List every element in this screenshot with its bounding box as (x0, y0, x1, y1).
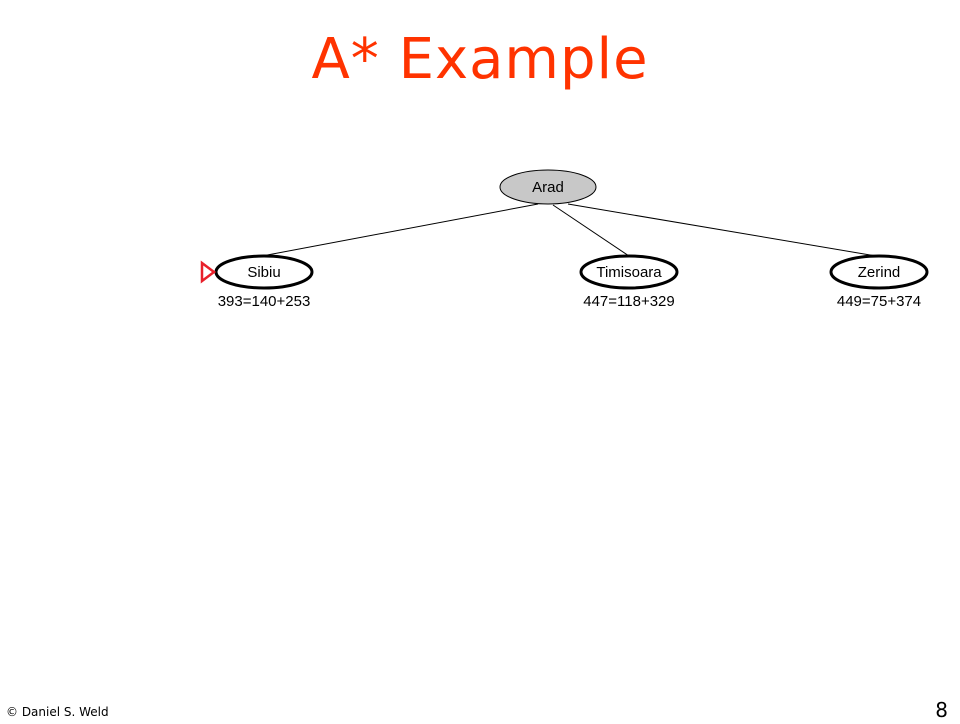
node-timisoara-ellipse (579, 254, 679, 290)
node-arad-label: Arad (532, 179, 564, 196)
node-zerind-label: Zerind (858, 264, 901, 281)
slide-title: A* Example (311, 27, 649, 92)
node-timisoara-label: Timisoara (596, 264, 662, 281)
node-arad-ellipse (499, 169, 597, 205)
tree-node-zerind: Zerind 449=75+374 (829, 254, 929, 310)
edge-arad-zerind (567, 203, 877, 257)
triangle-pointer-icon (200, 260, 217, 284)
tree-node-arad: Arad (499, 169, 597, 205)
node-timisoara-score: 447=118+329 (583, 293, 675, 310)
tree-node-timisoara: Timisoara 447=118+329 (579, 254, 679, 310)
edge-arad-sibiu (261, 203, 539, 257)
node-zerind-score: 449=75+374 (837, 293, 921, 310)
tree-node-sibiu: Sibiu 393=140+253 (214, 254, 314, 310)
page-number: 8 (935, 698, 948, 722)
node-zerind-ellipse (829, 254, 929, 290)
node-sibiu-label: Sibiu (247, 264, 280, 281)
node-sibiu-score: 393=140+253 (218, 293, 311, 310)
footer-copyright: © Daniel S. Weld (6, 705, 109, 719)
edge-arad-timisoara (552, 204, 630, 257)
